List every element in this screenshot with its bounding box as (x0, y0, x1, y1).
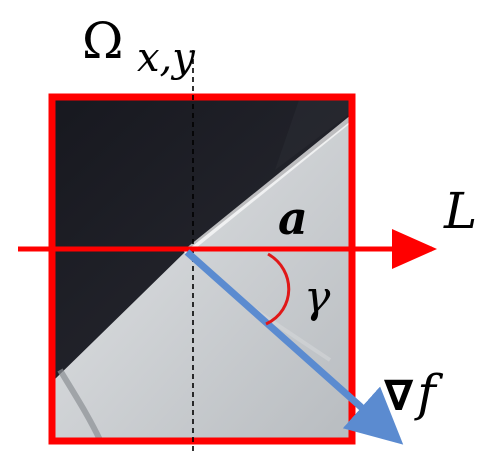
image-patch (52, 97, 354, 442)
dark-band (275, 97, 352, 170)
nabla-symbol: ∇ (384, 371, 414, 420)
angle-arc (265, 252, 291, 326)
omega-subscript-label: x,y (137, 35, 196, 81)
window-omega-border (48, 93, 356, 445)
gradient-label: ∇f (384, 364, 443, 422)
point-a-label: a (278, 191, 308, 245)
gradient-arrow (184, 249, 404, 445)
edge-highlight (183, 115, 354, 256)
line-L-label: L (443, 182, 477, 240)
function-f: f (413, 364, 443, 422)
omega-label: Ω (82, 12, 123, 70)
angle-gamma-label: γ (304, 272, 331, 323)
lower-streak (57, 368, 103, 442)
